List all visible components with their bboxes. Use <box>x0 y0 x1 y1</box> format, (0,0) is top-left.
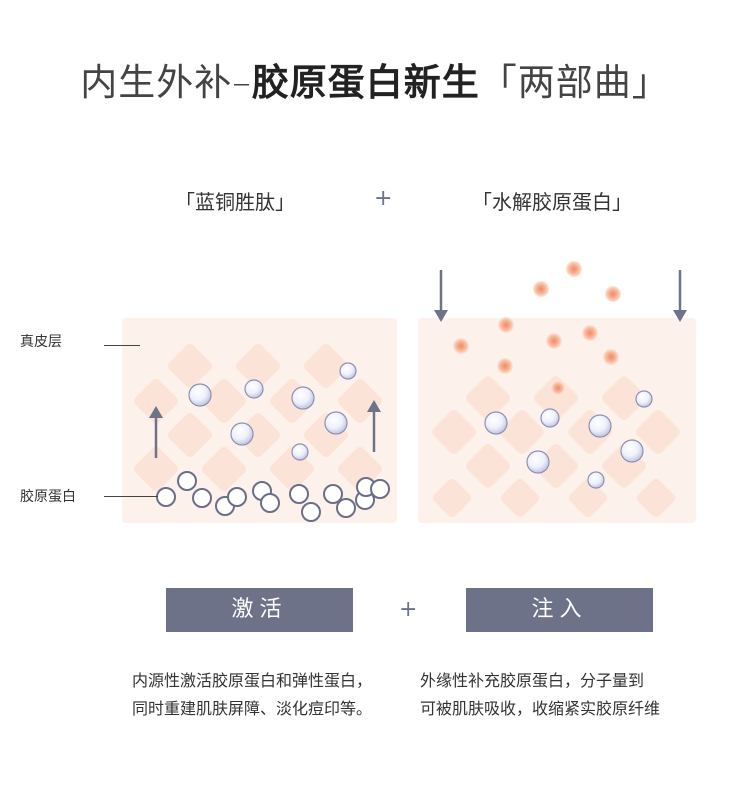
left-description: 内源性激活胶原蛋白和弹性蛋白， 同时重建肌肤屏障、淡化痘印等。 <box>132 667 372 723</box>
right-desc-line2: 可被肌肤吸收，收缩紧实胶原纤维 <box>420 699 661 718</box>
activate-button: 激活 <box>166 588 353 632</box>
left-desc-line1: 内源性激活胶原蛋白和弹性蛋白， <box>132 671 373 690</box>
right-diamond-grid <box>432 376 680 518</box>
title-main: 胶原蛋白新生 <box>251 61 480 104</box>
plus-sign-top: + <box>374 186 393 211</box>
left-heading: 「蓝铜胜肽」 <box>175 190 295 214</box>
dermis-pointer-line <box>104 345 140 346</box>
skin-diagram <box>134 261 687 522</box>
title-suffix: 「两部曲」 <box>479 61 670 104</box>
collagen-pointer-line <box>104 496 158 497</box>
hydrolyzed-collagen-particles <box>453 261 621 395</box>
right-desc-line1: 外缘性补充胶原蛋白，分子量到 <box>420 671 645 690</box>
collagen-label: 胶原蛋白 <box>20 489 76 505</box>
right-heading: 「水解胶原蛋白」 <box>472 190 632 214</box>
right-collagen-bubbles <box>484 390 653 489</box>
inject-button: 注入 <box>466 588 653 632</box>
left-desc-line2: 同时重建肌肤屏障、淡化痘印等。 <box>132 699 373 718</box>
title-prefix: 内生外补– <box>80 61 252 104</box>
left-collagen-bubbles <box>188 362 357 461</box>
collagen-circles <box>156 471 390 522</box>
page-title: 内生外补–胶原蛋白新生「两部曲」 <box>0 52 750 106</box>
right-description: 外缘性补充胶原蛋白，分子量到 可被肌肤吸收，收缩紧实胶原纤维 <box>420 667 660 723</box>
dermis-label: 真皮层 <box>20 334 62 350</box>
plus-sign-bottom: + <box>399 597 418 622</box>
right-down-arrows <box>434 270 687 322</box>
left-diamond-grid <box>134 344 382 491</box>
left-up-arrows <box>149 400 381 458</box>
